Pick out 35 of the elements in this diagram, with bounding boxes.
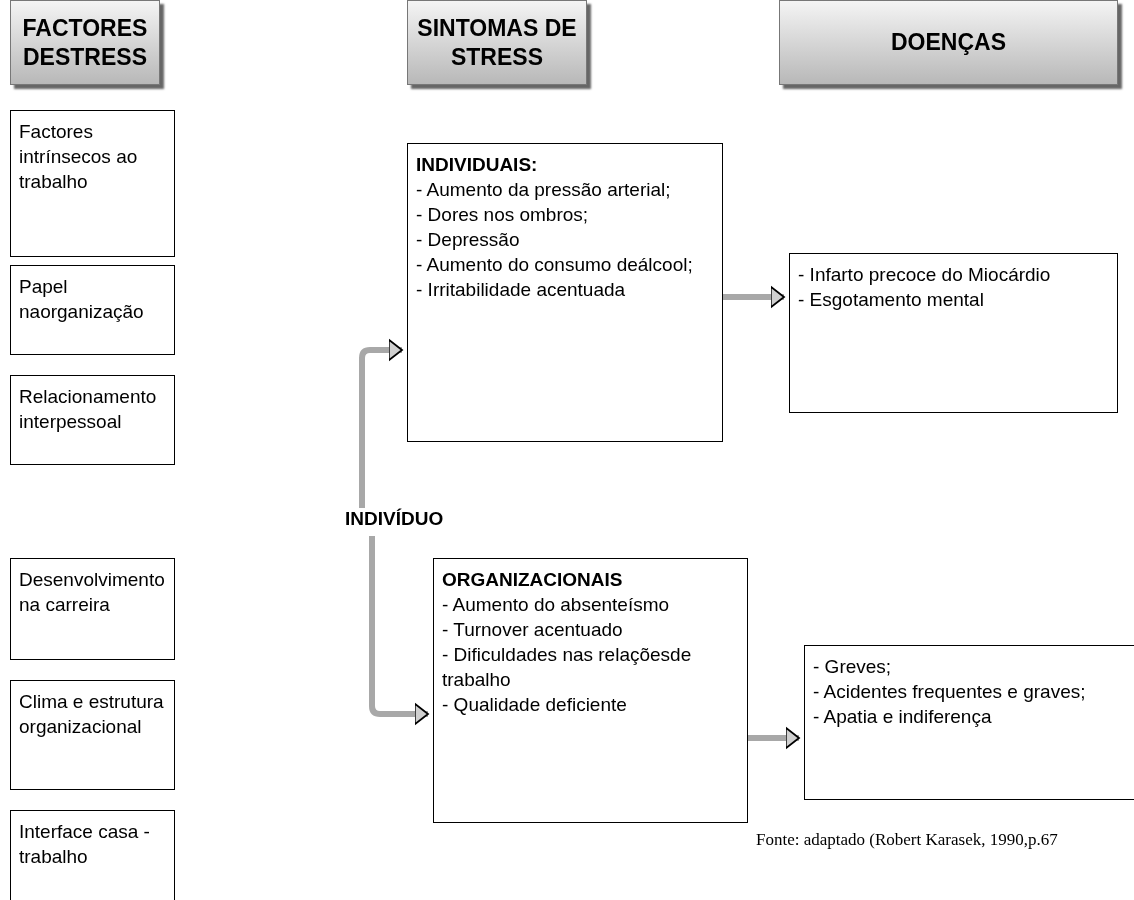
diseases-header: DOENÇAS: [779, 0, 1118, 85]
arrow: [359, 338, 403, 508]
box-heading: ORGANIZACIONAIS: [442, 568, 624, 592]
box-heading: INDIVIDUAIS:: [416, 153, 539, 177]
list-item: - Dores nos ombros;: [416, 203, 590, 227]
factor-box: Clima e estrutura organizacional: [10, 680, 175, 790]
list-item: - Acidentes frequentes e graves;: [813, 680, 1087, 704]
list-item: - Dificuldades nas relaçõesde trabalho: [442, 643, 693, 692]
list-item: - Greves;: [813, 655, 893, 679]
symptoms-box: [407, 143, 723, 442]
list-item: - Irritabilidade acentuada: [416, 278, 627, 302]
factor-box: Relacionamento interpessoal: [10, 375, 175, 465]
factor-box: Desenvolvimento na carreira: [10, 558, 175, 660]
disease-box: [789, 253, 1118, 413]
list-item: - Turnover acentuado: [442, 618, 624, 642]
list-item: - Qualidade deficiente: [442, 693, 628, 717]
list-item: - Infarto precoce do Miocárdio: [798, 263, 1052, 287]
disease-box: [804, 645, 1134, 800]
source-caption: Fonte: adaptado (Robert Karasek, 1990,p.67: [756, 830, 1058, 850]
arrow: [723, 285, 785, 309]
list-item: - Esgotamento mental: [798, 288, 985, 312]
symptoms-box: [433, 558, 748, 823]
stress-factors-header: FACTORES DESTRESS: [10, 0, 160, 85]
list-item: - Apatia e indiferença: [813, 705, 993, 729]
factor-box: Factores intrínsecos ao trabalho: [10, 110, 175, 257]
symptoms-header: SINTOMAS DE STRESS: [407, 0, 587, 85]
list-item: - Aumento da pressão arterial;: [416, 178, 672, 202]
list-item: - Depressão: [416, 228, 521, 252]
factor-box: Papel naorganização: [10, 265, 175, 355]
arrow: [748, 726, 800, 750]
group-label: INDIVÍDUO: [345, 508, 515, 536]
arrow: [369, 536, 429, 726]
list-item: - Aumento do absenteísmo: [442, 593, 671, 617]
factor-box: Interface casa - trabalho: [10, 810, 175, 900]
list-item: - Aumento do consumo deálcool;: [416, 253, 694, 277]
